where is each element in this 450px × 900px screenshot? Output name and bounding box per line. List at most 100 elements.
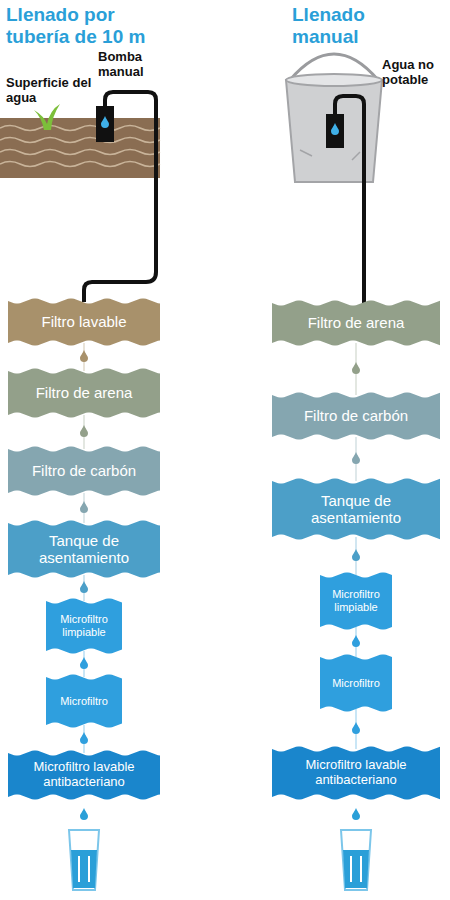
stage-name: Filtro de carbón [32, 462, 136, 479]
drip-connector-group [352, 537, 360, 575]
drip-connector-group [80, 725, 88, 753]
filter-stage-box: Filtro lavable [8, 298, 160, 346]
ground-band [0, 118, 160, 178]
part-label: Superficie del agua [6, 76, 94, 106]
stage-name: Microfiltro limpiable [52, 613, 116, 638]
stage-name: Filtro de carbón [304, 407, 408, 424]
bucket [286, 80, 382, 182]
water-drop [80, 657, 88, 669]
stage-name: Tanque de asentamiento [278, 492, 434, 527]
node-text: Microfiltro lavable antibacteriano [272, 758, 440, 788]
glass-water [71, 850, 97, 888]
stage-name: Tanque de asentamiento [14, 532, 154, 567]
filter-stage-box: Filtro de arena [8, 368, 160, 418]
box-fill [272, 479, 440, 540]
drip-connector-group [80, 651, 88, 677]
box-fill [8, 521, 160, 578]
drip-connector-group [80, 575, 88, 601]
water-drop [80, 425, 88, 437]
box-fill [8, 299, 160, 346]
box-fill [272, 301, 440, 346]
water-drop [80, 350, 88, 362]
water-wave [0, 126, 160, 131]
bucket-rim [286, 74, 382, 86]
stage-name: Microfiltro lavable antibacteriano [14, 760, 154, 790]
node-text: Filtro de arena [302, 314, 411, 331]
node-text: Filtro lavable [35, 313, 132, 330]
water-drop [80, 808, 88, 820]
node-text: Microfiltro limpiable [320, 588, 392, 613]
pipe [84, 92, 156, 302]
box-fill [272, 393, 440, 440]
microfilter-box: Microfiltro limpiable [46, 598, 122, 654]
stage-name: Filtro de arena [308, 314, 405, 331]
filter-stage-box: Filtro de carbón [272, 392, 440, 440]
filter-stage-box: Tanque de asentamiento [8, 520, 160, 578]
microfilter-box: Microfiltro limpiable [320, 572, 392, 630]
water-drop [352, 362, 360, 374]
node-text: Microfiltro limpiable [46, 613, 122, 638]
water-wave [0, 138, 160, 143]
box-fill [8, 447, 160, 496]
water-drop [352, 635, 360, 647]
stage-name: Microfiltro [332, 677, 380, 690]
stage-name: Filtro lavable [41, 313, 126, 330]
glass [341, 830, 371, 890]
bucket-scratch [300, 150, 360, 160]
stage-name: Filtro de arena [36, 384, 133, 401]
grass [34, 104, 60, 130]
column-title: Llenado por tubería de 10 m [6, 4, 182, 48]
node-text: Filtro de carbón [26, 462, 142, 479]
microfilter-box: Microfiltro [320, 654, 392, 712]
filter-stage-box: Filtro de carbón [8, 446, 160, 496]
part-label: Agua no potable [382, 58, 446, 88]
filter-stage-box: Tanque de asentamiento [272, 478, 440, 540]
box-fill [272, 747, 440, 800]
glass-shine [351, 856, 361, 882]
node-text: Tanque de asentamiento [272, 492, 440, 527]
water-drop [80, 501, 88, 513]
node-text: Tanque de asentamiento [8, 532, 160, 567]
drip-connector-group [80, 415, 88, 449]
node-text: Microfiltro lavable antibacteriano [8, 760, 160, 790]
box-fill [46, 599, 122, 654]
drip-connector-group [352, 437, 360, 481]
filter-stage-box: Microfiltro lavable antibacteriano [8, 750, 160, 800]
stage-name: Microfiltro limpiable [326, 588, 386, 613]
microfilter-box: Microfiltro [46, 674, 122, 728]
node-text: Filtro de arena [30, 384, 139, 401]
water-drop [331, 123, 339, 135]
water-drop [352, 722, 360, 734]
filter-stage-box: Filtro de arena [272, 300, 440, 346]
box-fill [320, 573, 392, 630]
water-drop [80, 581, 88, 593]
water-surface-illustration [0, 104, 160, 178]
water-wave [0, 162, 160, 167]
box-fill [320, 655, 392, 712]
glass-water [343, 850, 369, 888]
water-drop [101, 116, 109, 128]
manual-pump [96, 106, 114, 142]
drip-connector-group [80, 493, 88, 523]
part-label: Bomba manual [98, 50, 160, 80]
stage-name: Microfiltro [60, 695, 108, 708]
drip-connector-group [352, 627, 360, 657]
box-fill [46, 675, 122, 728]
water-drop [352, 808, 360, 820]
glass [69, 830, 99, 890]
water-drop [352, 549, 360, 561]
box-fill [8, 751, 160, 800]
drip-connector-group [352, 343, 360, 395]
column-title: Llenado manual [292, 4, 412, 48]
node-text: Filtro de carbón [298, 407, 414, 424]
water-wave [0, 150, 160, 155]
glass-shine [79, 856, 89, 882]
water-glass [69, 830, 99, 890]
intake [326, 114, 344, 148]
filter-stage-box: Microfiltro lavable antibacteriano [272, 746, 440, 800]
water-drop [80, 732, 88, 744]
water-drop [352, 452, 360, 464]
drip-connector-group [352, 709, 360, 749]
